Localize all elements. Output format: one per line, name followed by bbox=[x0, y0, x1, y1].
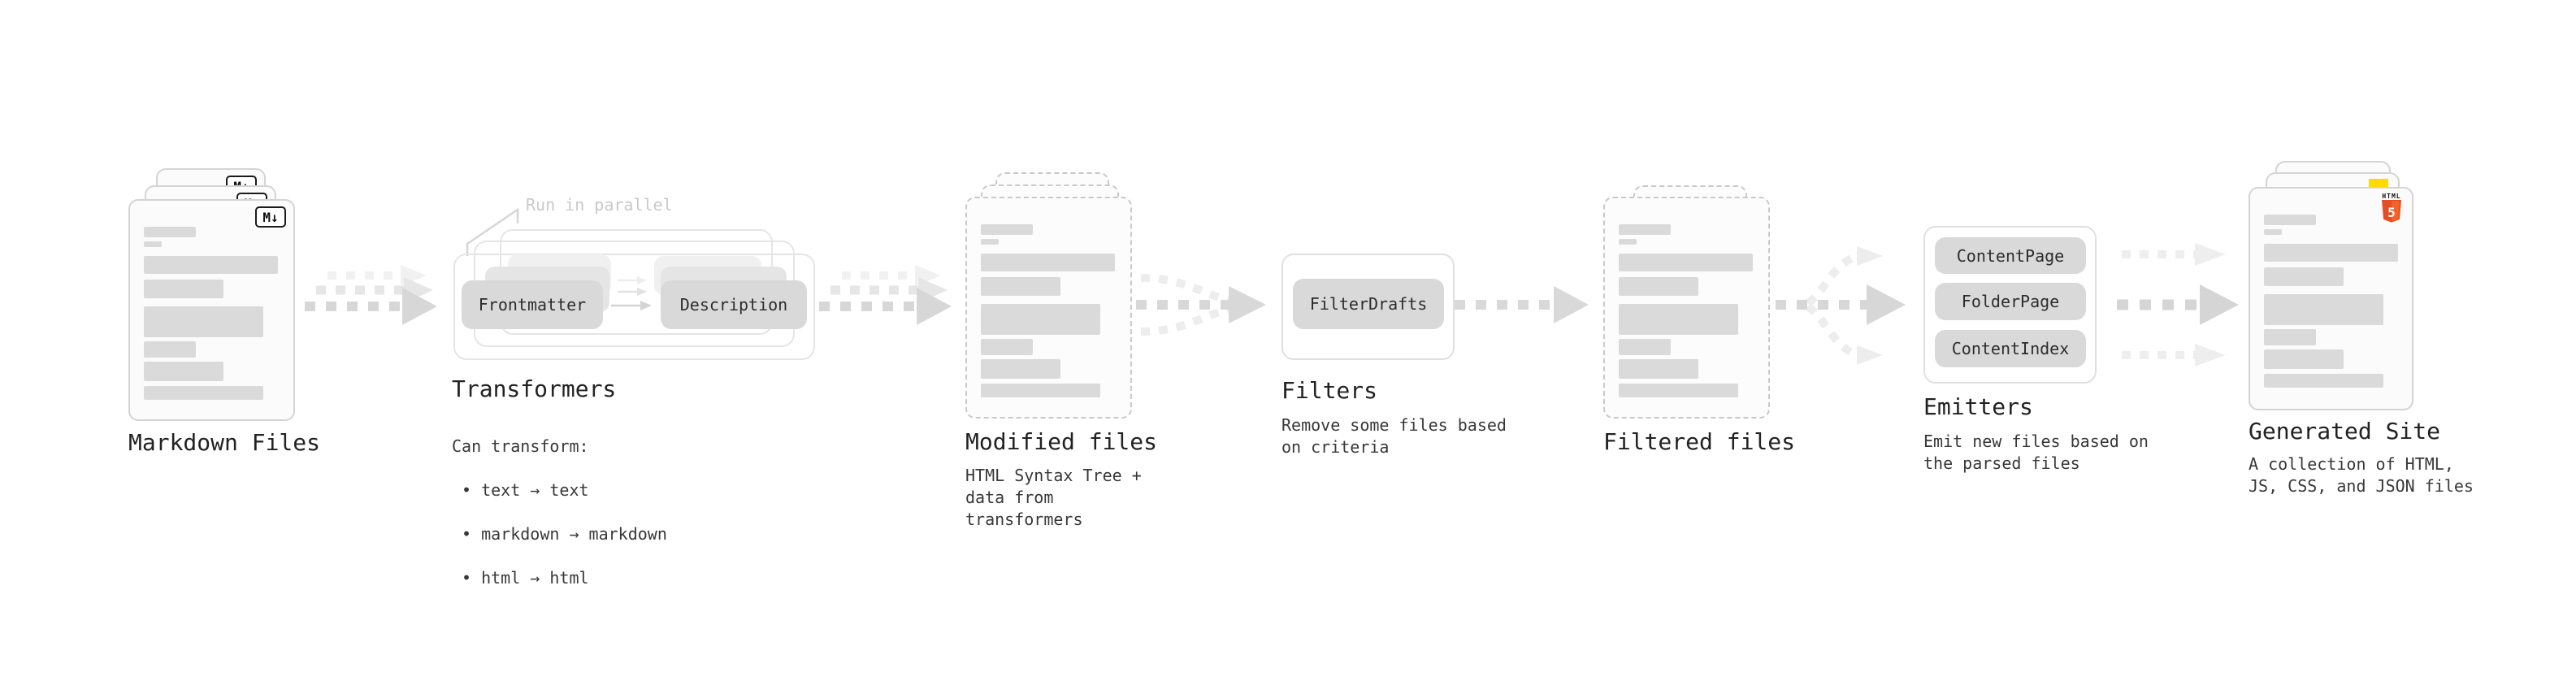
node-label: Generated Site bbox=[2249, 418, 2441, 445]
node-markdown-files: M↓ M↓ M↓ Markdown Files bbox=[128, 161, 323, 462]
placeholder-bar bbox=[144, 280, 223, 298]
html5-shield: 5 bbox=[2382, 200, 2401, 223]
html5-icon: HTML 5 bbox=[2381, 193, 2402, 224]
filter-step-filterdrafts: FilterDrafts bbox=[1293, 279, 1444, 329]
node-note: A collection of HTML, JS, CSS, and JSON … bbox=[2249, 454, 2474, 496]
arrow-modified-to-filters-converge bbox=[1136, 274, 1266, 336]
emitter-step-folderpage: FolderPage bbox=[1935, 283, 2086, 320]
placeholder-bar bbox=[2264, 244, 2398, 262]
placeholder-bar bbox=[144, 341, 196, 358]
node-filters: FilterDrafts Filters Remove some files b… bbox=[1281, 254, 1542, 465]
node-label: Emitters bbox=[1923, 393, 2033, 420]
node-generated-site: CSS HTML 5 Generated bbox=[2249, 161, 2484, 502]
node-modified-files: Modified files HTML Syntax Tree + data f… bbox=[965, 171, 1169, 529]
transformer-step-frontmatter: Frontmatter bbox=[462, 280, 603, 329]
placeholder-bar bbox=[1619, 277, 1698, 296]
node-note: Remove some files based on criteria bbox=[1281, 415, 1507, 457]
placeholder-bar bbox=[2264, 294, 2383, 325]
node-label: Transformers bbox=[452, 375, 617, 402]
placeholder-bar bbox=[981, 304, 1100, 335]
parallel-layer-front bbox=[453, 254, 815, 360]
placeholder-bar bbox=[1619, 254, 1753, 271]
markdown-icon: M↓ bbox=[255, 206, 286, 228]
document-card: M↓ bbox=[128, 199, 295, 421]
placeholder-bar bbox=[144, 227, 196, 237]
node-transformers: Run in parallel Frontmatter Description … bbox=[452, 193, 826, 588]
placeholder-bar bbox=[2264, 329, 2316, 345]
arrow-transformers-to-modified bbox=[819, 265, 952, 325]
arrow-markdown-to-transformers bbox=[305, 265, 437, 325]
node-note: Emit new files based on the parsed files bbox=[1923, 432, 2149, 473]
arrow-filters-to-filtered bbox=[1455, 286, 1589, 323]
html5-word: HTML bbox=[2382, 193, 2401, 200]
arrow-filtered-to-emitters-diverge bbox=[1776, 246, 1906, 365]
note-bullet: • markdown → markdown bbox=[462, 524, 667, 544]
placeholder-bar bbox=[981, 359, 1060, 379]
placeholder-bar bbox=[1619, 224, 1671, 235]
placeholder-bar bbox=[981, 254, 1115, 271]
document-card-dashed bbox=[1603, 197, 1770, 419]
placeholder-bar bbox=[981, 277, 1060, 296]
placeholder-bar bbox=[1619, 239, 1637, 245]
placeholder-bar bbox=[144, 362, 223, 381]
placeholder-bar bbox=[1619, 304, 1738, 335]
placeholder-bar bbox=[981, 384, 1100, 397]
placeholder-bar bbox=[1619, 339, 1671, 355]
placeholder-bar bbox=[144, 256, 278, 274]
placeholder-bar bbox=[2264, 267, 2344, 286]
transformer-step-description: Description bbox=[661, 280, 807, 329]
note-bullet: • html → html bbox=[462, 568, 589, 588]
document-card: HTML 5 bbox=[2249, 187, 2413, 410]
node-label: Filtered files bbox=[1603, 428, 1796, 455]
annotation-leader-line bbox=[466, 207, 519, 256]
note-line: Can transform: bbox=[452, 436, 589, 456]
placeholder-bar bbox=[144, 241, 162, 247]
node-emitters: ContentPage FolderPage ContentIndex Emit… bbox=[1923, 226, 2184, 494]
placeholder-bar bbox=[2264, 349, 2344, 369]
node-label: Filters bbox=[1281, 377, 1378, 404]
node-filtered-files: Filtered files bbox=[1603, 185, 1806, 462]
arrow-emitters-to-generated bbox=[2117, 243, 2239, 367]
node-note: HTML Syntax Tree + data from transformer… bbox=[965, 466, 1142, 529]
placeholder-bar bbox=[144, 386, 263, 400]
placeholder-bar bbox=[981, 224, 1033, 235]
run-in-parallel-annotation: Run in parallel bbox=[526, 195, 673, 215]
placeholder-bar bbox=[2264, 374, 2383, 388]
node-label: Markdown Files bbox=[128, 429, 321, 456]
placeholder-bar bbox=[2264, 229, 2282, 235]
placeholder-bar bbox=[981, 339, 1033, 355]
node-label: Modified files bbox=[965, 428, 1158, 455]
node-note: Can transform: • text → text • markdown … bbox=[452, 414, 667, 611]
document-card-dashed bbox=[965, 197, 1132, 419]
emitter-step-contentpage: ContentPage bbox=[1935, 237, 2086, 274]
note-bullet: • text → text bbox=[462, 480, 589, 500]
placeholder-bar bbox=[981, 239, 999, 245]
emitter-step-contentindex: ContentIndex bbox=[1935, 330, 2086, 367]
placeholder-bar bbox=[1619, 384, 1738, 397]
parallel-step-arrows bbox=[611, 276, 652, 310]
html5-number: 5 bbox=[2387, 205, 2396, 220]
placeholder-bar bbox=[1619, 359, 1698, 379]
placeholder-bar bbox=[2264, 215, 2316, 225]
placeholder-bar bbox=[144, 306, 263, 337]
